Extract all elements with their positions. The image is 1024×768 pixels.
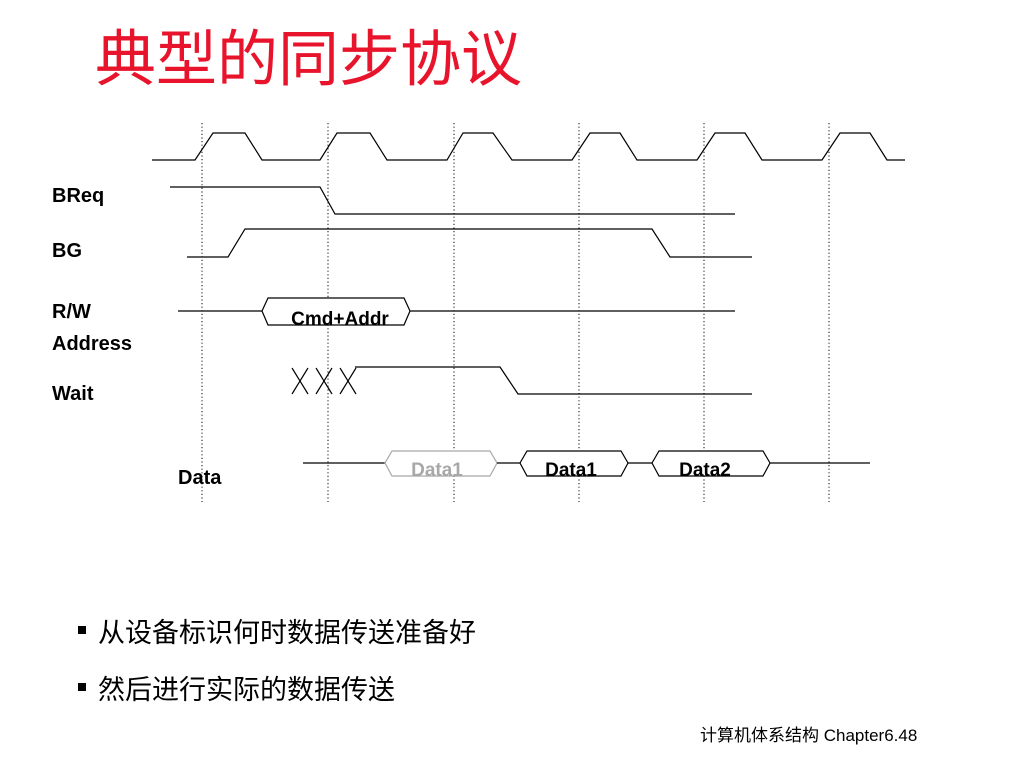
- bullet-text: 从设备标识何时数据传送准备好: [98, 617, 476, 649]
- breq-signal: [170, 186, 735, 215]
- bullet-square-icon: [78, 626, 86, 634]
- bg-label: BG: [52, 240, 82, 262]
- bg-signal: [187, 228, 752, 258]
- wait-cross-1b: [291, 367, 309, 395]
- bullet-item: 从设备标识何时数据传送准备好: [78, 610, 476, 650]
- wait-label: Wait: [52, 383, 94, 405]
- rw-label: R/W: [52, 301, 91, 323]
- wait-undefined-crosses: [291, 367, 357, 395]
- wait-signal: [355, 366, 752, 395]
- bullet-square-icon: [78, 683, 86, 691]
- bullet-text: 然后进行实际的数据传送: [98, 674, 395, 706]
- slide-title: 典型的同步协议: [95, 24, 523, 95]
- breq-label: BReq: [52, 185, 104, 207]
- data2-label: Data2: [679, 460, 731, 481]
- address-label: Address: [52, 333, 132, 355]
- clock-signal: [152, 132, 905, 161]
- slide-footer: 计算机体系结构 Chapter6.48: [700, 726, 918, 745]
- data1-pending-label: Data1: [411, 460, 463, 481]
- cmd-addr-label: Cmd+Addr: [291, 309, 389, 330]
- wait-cross-2b: [315, 367, 333, 395]
- wait-cross-3b: [339, 367, 357, 395]
- bullet-item: 然后进行实际的数据传送: [78, 667, 476, 707]
- data1-label: Data1: [545, 460, 597, 481]
- data-label: Data: [178, 467, 222, 489]
- bullet-list: 从设备标识何时数据传送准备好 然后进行实际的数据传送: [78, 610, 476, 724]
